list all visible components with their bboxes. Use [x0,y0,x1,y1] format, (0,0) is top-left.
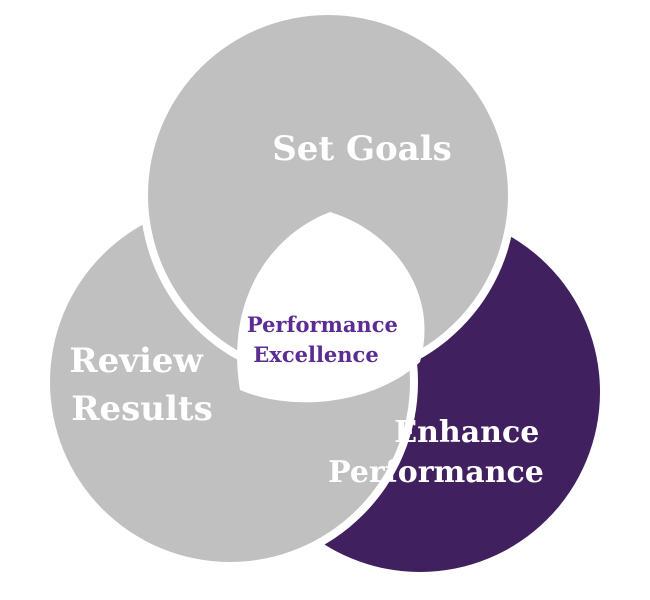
label-center: Performance Excellence [247,312,405,367]
label-review-results: Review Results [69,341,214,429]
label-set-goals: Set Goals [272,129,452,169]
label-enhance-performance: Enhance Performance [328,415,550,490]
center-region [237,212,425,403]
segment-set-goals [148,15,508,375]
